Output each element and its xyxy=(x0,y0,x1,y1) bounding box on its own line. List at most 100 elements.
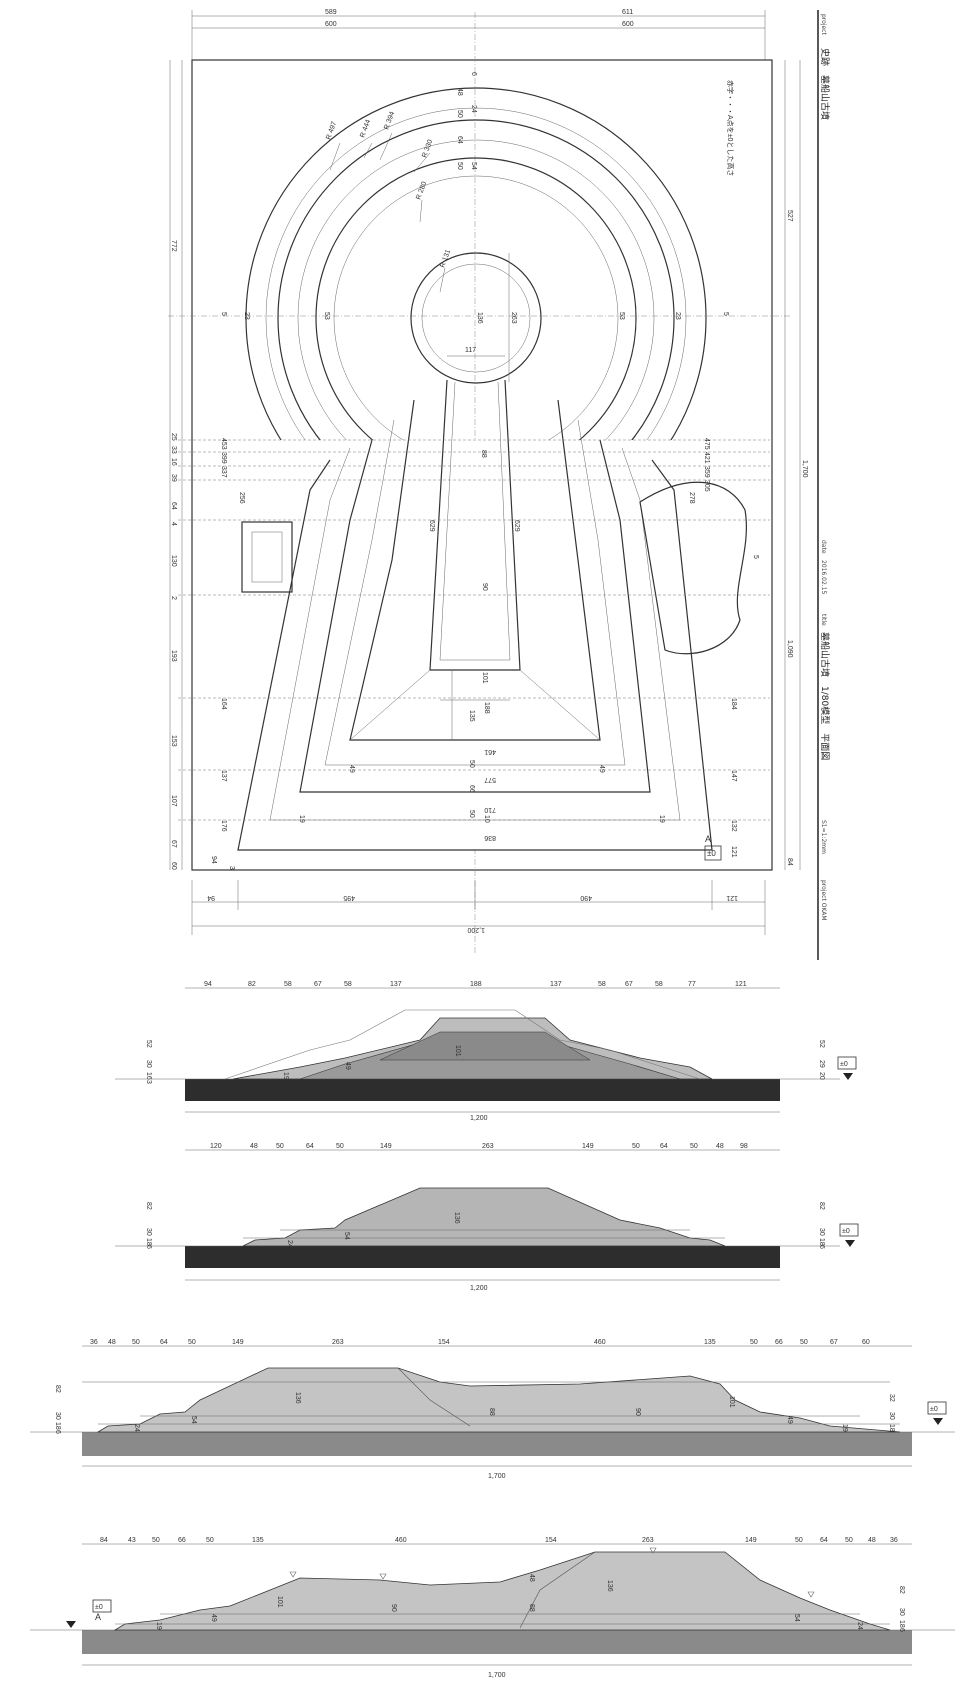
svg-text:50: 50 xyxy=(468,760,475,768)
section-4: 84 43 50 66 50 135 460 154 263 149 50 64… xyxy=(30,1537,955,1679)
svg-text:421: 421 xyxy=(703,452,710,464)
svg-text:48: 48 xyxy=(528,1574,535,1582)
svg-text:66: 66 xyxy=(468,785,475,793)
svg-text:1,200: 1,200 xyxy=(470,1115,488,1122)
svg-text:54: 54 xyxy=(343,1232,350,1240)
svg-text:278: 278 xyxy=(688,492,695,504)
svg-text:461: 461 xyxy=(484,748,496,755)
svg-text:90: 90 xyxy=(481,583,488,591)
svg-text:188: 188 xyxy=(470,981,482,988)
svg-text:50: 50 xyxy=(336,1143,344,1150)
svg-text:30: 30 xyxy=(145,1228,152,1236)
svg-text:137: 137 xyxy=(220,770,227,782)
svg-text:54: 54 xyxy=(793,1614,800,1622)
svg-text:64: 64 xyxy=(306,1143,314,1150)
plan-view: R 497 R 444 R 394 R 330 R 280 R 131 赤字・・… xyxy=(168,9,808,955)
svg-text:135: 135 xyxy=(252,1537,264,1544)
svg-text:82: 82 xyxy=(248,981,256,988)
svg-text:50: 50 xyxy=(632,1143,640,1150)
svg-text:577: 577 xyxy=(484,776,496,783)
point-a-label: A xyxy=(705,834,711,844)
svg-text:49: 49 xyxy=(210,1614,217,1622)
svg-text:164: 164 xyxy=(220,698,227,710)
svg-text:136: 136 xyxy=(453,1212,460,1224)
svg-text:60: 60 xyxy=(170,862,177,870)
svg-text:772: 772 xyxy=(170,240,177,252)
svg-text:48: 48 xyxy=(108,1339,116,1346)
svg-text:54: 54 xyxy=(470,162,477,170)
svg-text:50: 50 xyxy=(456,110,463,118)
svg-text:67: 67 xyxy=(830,1339,838,1346)
svg-text:1,200: 1,200 xyxy=(467,926,485,933)
svg-text:154: 154 xyxy=(438,1339,450,1346)
svg-text:2: 2 xyxy=(170,596,177,600)
svg-text:66: 66 xyxy=(775,1339,783,1346)
svg-text:453: 453 xyxy=(220,438,227,450)
svg-text:29: 29 xyxy=(818,1060,825,1068)
svg-text:82: 82 xyxy=(54,1385,61,1393)
svg-text:67: 67 xyxy=(625,981,633,988)
svg-text:16: 16 xyxy=(170,458,177,466)
row-labels-left: 453 399 337 256 137 176 164 94 3 xyxy=(210,438,245,870)
svg-text:82: 82 xyxy=(898,1586,905,1594)
svg-text:33: 33 xyxy=(170,446,177,454)
svg-text:263: 263 xyxy=(642,1537,654,1544)
mound-profile xyxy=(96,1367,901,1433)
svg-text:50: 50 xyxy=(152,1537,160,1544)
row-labels-right: 475 421 359 305 278 184 147 132 121 xyxy=(688,438,737,858)
svg-text:136: 136 xyxy=(294,1392,301,1404)
date-value: 2016.02.15 xyxy=(820,560,827,595)
svg-text:1,200: 1,200 xyxy=(470,1285,488,1292)
right-dimensions: 527 1,700 1,090 84 xyxy=(784,60,808,870)
svg-text:25: 25 xyxy=(170,433,177,441)
ground-slab xyxy=(82,1432,912,1456)
svg-text:88: 88 xyxy=(528,1604,535,1612)
svg-text:184: 184 xyxy=(730,698,737,710)
outline-5 xyxy=(349,399,601,741)
svg-text:101: 101 xyxy=(481,672,488,684)
svg-text:58: 58 xyxy=(598,981,606,988)
svg-text:495: 495 xyxy=(343,894,355,901)
svg-text:19: 19 xyxy=(658,815,665,823)
svg-text:188: 188 xyxy=(483,702,490,714)
svg-text:60: 60 xyxy=(862,1339,870,1346)
svg-text:337: 337 xyxy=(220,466,227,478)
svg-text:48: 48 xyxy=(716,1143,724,1150)
svg-text:101: 101 xyxy=(454,1045,461,1057)
level-label: ±0 xyxy=(842,1228,850,1235)
svg-text:836: 836 xyxy=(484,834,496,841)
svg-text:1,090: 1,090 xyxy=(786,640,793,658)
svg-text:84: 84 xyxy=(786,858,793,866)
svg-text:19: 19 xyxy=(841,1424,848,1432)
svg-text:A: A xyxy=(95,1612,101,1622)
svg-text:193: 193 xyxy=(170,650,177,662)
svg-text:137: 137 xyxy=(550,981,562,988)
square-mound xyxy=(237,379,713,851)
plan-frame xyxy=(191,59,773,871)
svg-text:135: 135 xyxy=(468,710,475,722)
svg-text:149: 149 xyxy=(745,1537,757,1544)
svg-text:149: 149 xyxy=(232,1339,244,1346)
svg-text:36: 36 xyxy=(890,1537,898,1544)
svg-text:1,700: 1,700 xyxy=(801,460,808,478)
svg-text:18: 18 xyxy=(898,1620,905,1628)
svg-text:4: 4 xyxy=(170,522,177,526)
svg-text:19: 19 xyxy=(298,815,305,823)
svg-text:53: 53 xyxy=(618,312,625,320)
svg-text:154: 154 xyxy=(545,1537,557,1544)
svg-text:132: 132 xyxy=(730,820,737,832)
svg-text:50: 50 xyxy=(206,1537,214,1544)
svg-text:88: 88 xyxy=(480,450,487,458)
svg-text:18: 18 xyxy=(54,1422,61,1430)
svg-text:263: 263 xyxy=(510,312,517,324)
svg-text:48: 48 xyxy=(250,1143,258,1150)
svg-text:54: 54 xyxy=(190,1416,197,1424)
svg-text:24: 24 xyxy=(856,1622,863,1630)
svg-text:6: 6 xyxy=(818,1245,825,1249)
svg-text:24: 24 xyxy=(133,1424,140,1432)
svg-text:50: 50 xyxy=(750,1339,758,1346)
svg-text:50: 50 xyxy=(456,162,463,170)
section-1: 94 82 58 67 58 137 188 137 58 67 58 77 1… xyxy=(115,981,857,1122)
svg-text:24: 24 xyxy=(470,105,477,113)
row-guides xyxy=(178,439,770,821)
